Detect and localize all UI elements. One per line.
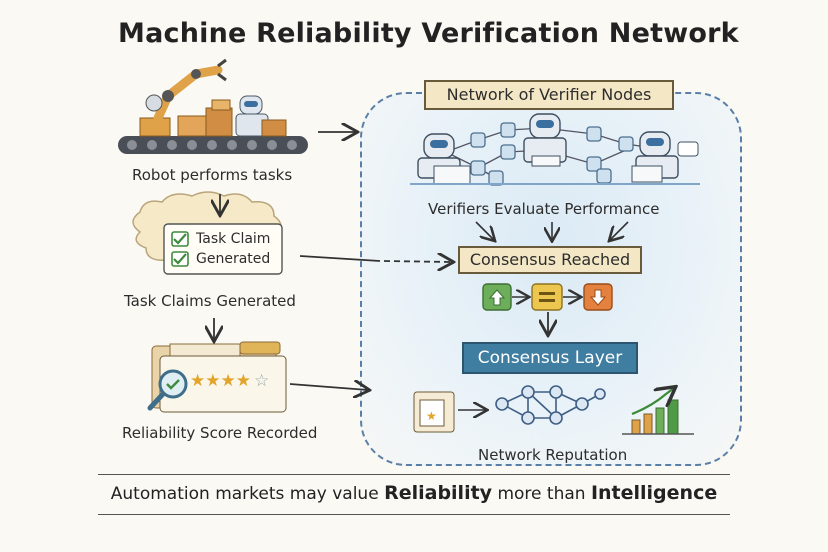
evaluate-label: Verifiers Evaluate Performance: [428, 200, 660, 218]
footer-middle: more than: [492, 484, 591, 504]
svg-text:★★★★: ★★★★: [190, 371, 251, 391]
step-robot-label: Robot performs tasks: [132, 166, 293, 184]
task-claim-card-line2: Generated: [196, 251, 271, 267]
svg-text:☆: ☆: [254, 371, 269, 391]
consensus-layer-banner: Consensus Layer: [462, 342, 638, 374]
footer-rule-top: [98, 474, 730, 475]
verifier-robot-right: [631, 131, 699, 183]
verifier-node-graph: [410, 113, 700, 186]
reliability-folder-illustration: ★★★★ ☆: [147, 341, 287, 413]
svg-text:★: ★: [426, 409, 437, 423]
reputation-label: Network Reputation: [478, 446, 628, 464]
footer-rule-bottom: [98, 514, 730, 515]
consensus-reached-banner: Consensus Reached: [458, 246, 642, 274]
vote-icons: [482, 283, 613, 311]
verifier-robot-left: [417, 133, 471, 185]
step-claims-label: Task Claims Generated: [124, 292, 296, 310]
footer-word-intelligence: Intelligence: [590, 482, 718, 504]
step-score-label: Reliability Score Recorded: [122, 424, 318, 442]
task-claim-card-line1: Task Claim: [196, 231, 271, 247]
network-header-banner: Network of Verifier Nodes: [424, 80, 674, 110]
verifier-robot-center: [523, 113, 567, 167]
footer-prefix: Automation markets may value: [110, 484, 385, 504]
task-claim-card-illustration: [132, 191, 283, 275]
diagram-title: Machine Reliability Verification Network: [118, 18, 739, 49]
robot-conveyor-illustration: [118, 58, 308, 154]
reputation-illustration: ★: [413, 386, 694, 435]
footer-word-reliability: Reliability: [384, 482, 493, 504]
footer-caption: Automation markets may value Reliability…: [0, 482, 828, 504]
